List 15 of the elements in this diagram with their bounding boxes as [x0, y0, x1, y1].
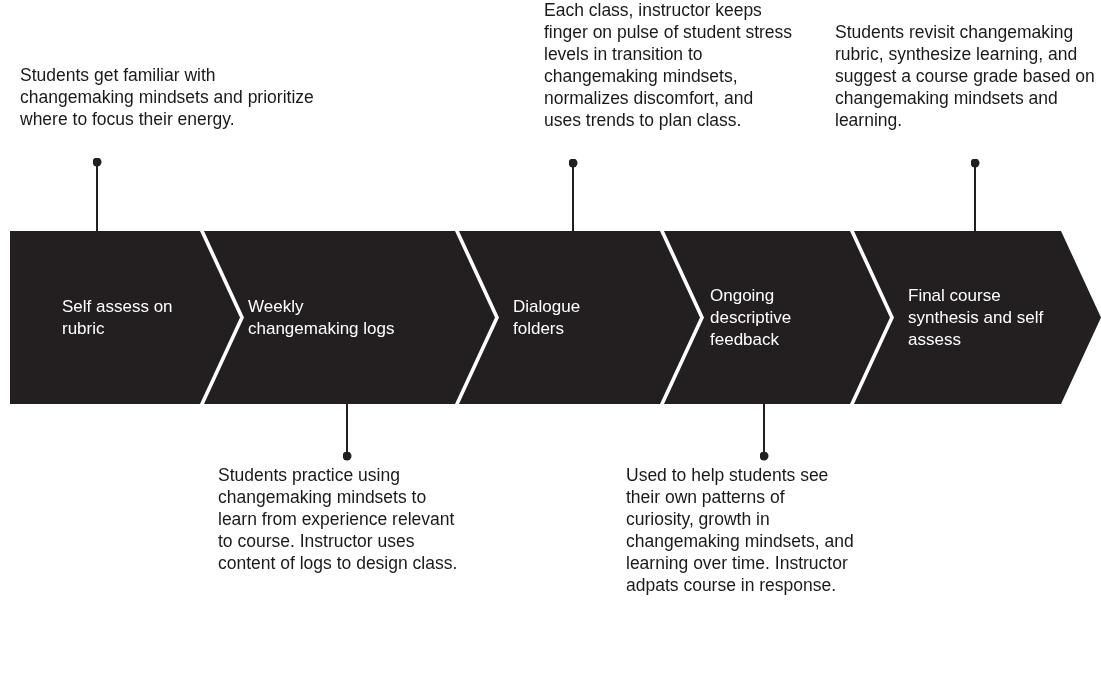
- leader-line: [342, 403, 352, 461]
- step-label: Self assess on rubric: [62, 295, 174, 340]
- annotation-text: Students get familiar with changemaking mindsets and prioritize where to focus their energy.: [20, 64, 315, 130]
- annotation-text: Students revisit changemaking rubric, synthesize learning, and suggest a course grade based on changemaking mindsets and learning.: [835, 21, 1096, 131]
- step-label: Final course synthesis and self assess: [908, 284, 1045, 351]
- step-label: Weekly changemaking logs: [248, 295, 396, 340]
- step-label: Dialogue folders: [513, 295, 582, 340]
- annotation-text: Students practice using changemaking mindsets to learn from experience relevant to course. Instructor uses content of logs to design class.: [218, 464, 459, 574]
- annotation-text: Used to help students see their own patterns of curiosity, growth in changemaking mindsets, and learning over time. Instructor adpats course in response.: [626, 464, 855, 596]
- step-label: Ongoing descriptive feedback: [710, 284, 793, 351]
- leader-line: [92, 157, 102, 232]
- leader-line: [970, 158, 980, 232]
- leader-line: [568, 158, 578, 232]
- annotation-text: Each class, instructor keeps finger on pulse of student stress levels in transition to changemaking mindsets, normalizes discomfort, and uses trends to plan class.: [544, 0, 794, 131]
- leader-line: [759, 403, 769, 461]
